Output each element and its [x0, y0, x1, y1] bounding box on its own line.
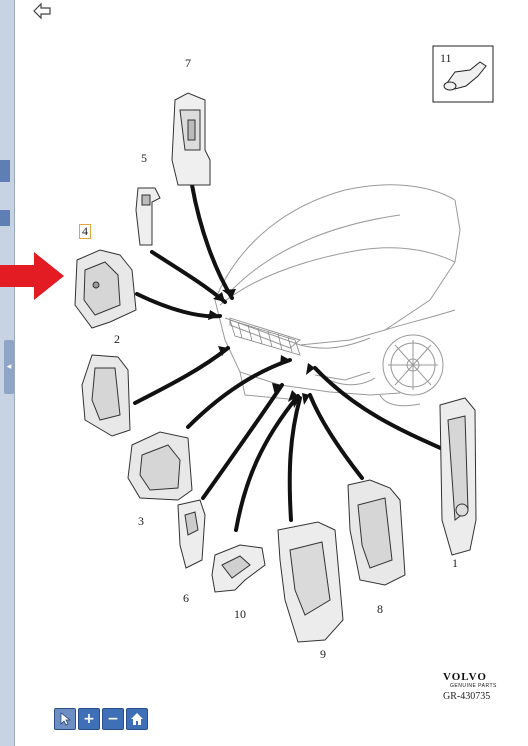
callout-10[interactable]: 10	[234, 607, 246, 621]
brand-logo: VOLVO	[443, 671, 487, 683]
part-2-air-guide	[81, 354, 131, 437]
zoom-in-icon: +	[83, 711, 95, 727]
home-button[interactable]	[126, 708, 148, 730]
part-1-air-guide	[439, 397, 477, 556]
part-7-bracket	[171, 92, 211, 186]
callout-1[interactable]: 1	[452, 556, 458, 570]
strip-marker	[0, 210, 10, 226]
back-arrow-icon[interactable]	[32, 2, 54, 20]
diagram-toolbar: + −	[54, 708, 148, 730]
part-8-air-guide	[347, 479, 406, 586]
zoom-out-button[interactable]: −	[102, 708, 124, 730]
callout-3[interactable]: 3	[138, 514, 144, 528]
part-4-air-guide	[74, 249, 137, 329]
clip-fastener-icon	[443, 61, 487, 91]
car-front-outline	[214, 184, 461, 407]
callout-11[interactable]: 11	[440, 51, 452, 65]
callout-7[interactable]: 7	[185, 56, 191, 70]
diagram-reference: GR-430735	[443, 691, 491, 702]
grille	[229, 319, 301, 356]
callout-5[interactable]: 5	[141, 151, 147, 165]
part-6-bracket	[177, 499, 206, 569]
select-pointer-icon	[60, 712, 71, 726]
callout-9[interactable]: 9	[320, 647, 326, 661]
select-pointer-button[interactable]	[54, 708, 76, 730]
arrow-heads	[208, 289, 315, 408]
strip-marker	[0, 160, 10, 182]
callout-8[interactable]: 8	[377, 602, 383, 616]
callout-4[interactable]: 4	[79, 224, 91, 239]
callout-2[interactable]: 2	[114, 332, 120, 346]
panel-collapse-handle[interactable]: ◂	[4, 340, 14, 394]
callout-6[interactable]: 6	[183, 591, 189, 605]
brand-subtitle: GENUINE PARTS	[450, 683, 497, 689]
part-10-bracket	[211, 544, 266, 593]
part-3-air-guide	[127, 431, 193, 501]
part-9-deflector	[277, 521, 344, 643]
zoom-in-button[interactable]: +	[78, 708, 100, 730]
part-11-clip-box	[432, 45, 494, 103]
home-icon	[131, 713, 143, 725]
zoom-out-icon: −	[107, 711, 119, 727]
highlight-arrow	[0, 252, 64, 300]
part-5-bracket	[135, 187, 161, 246]
